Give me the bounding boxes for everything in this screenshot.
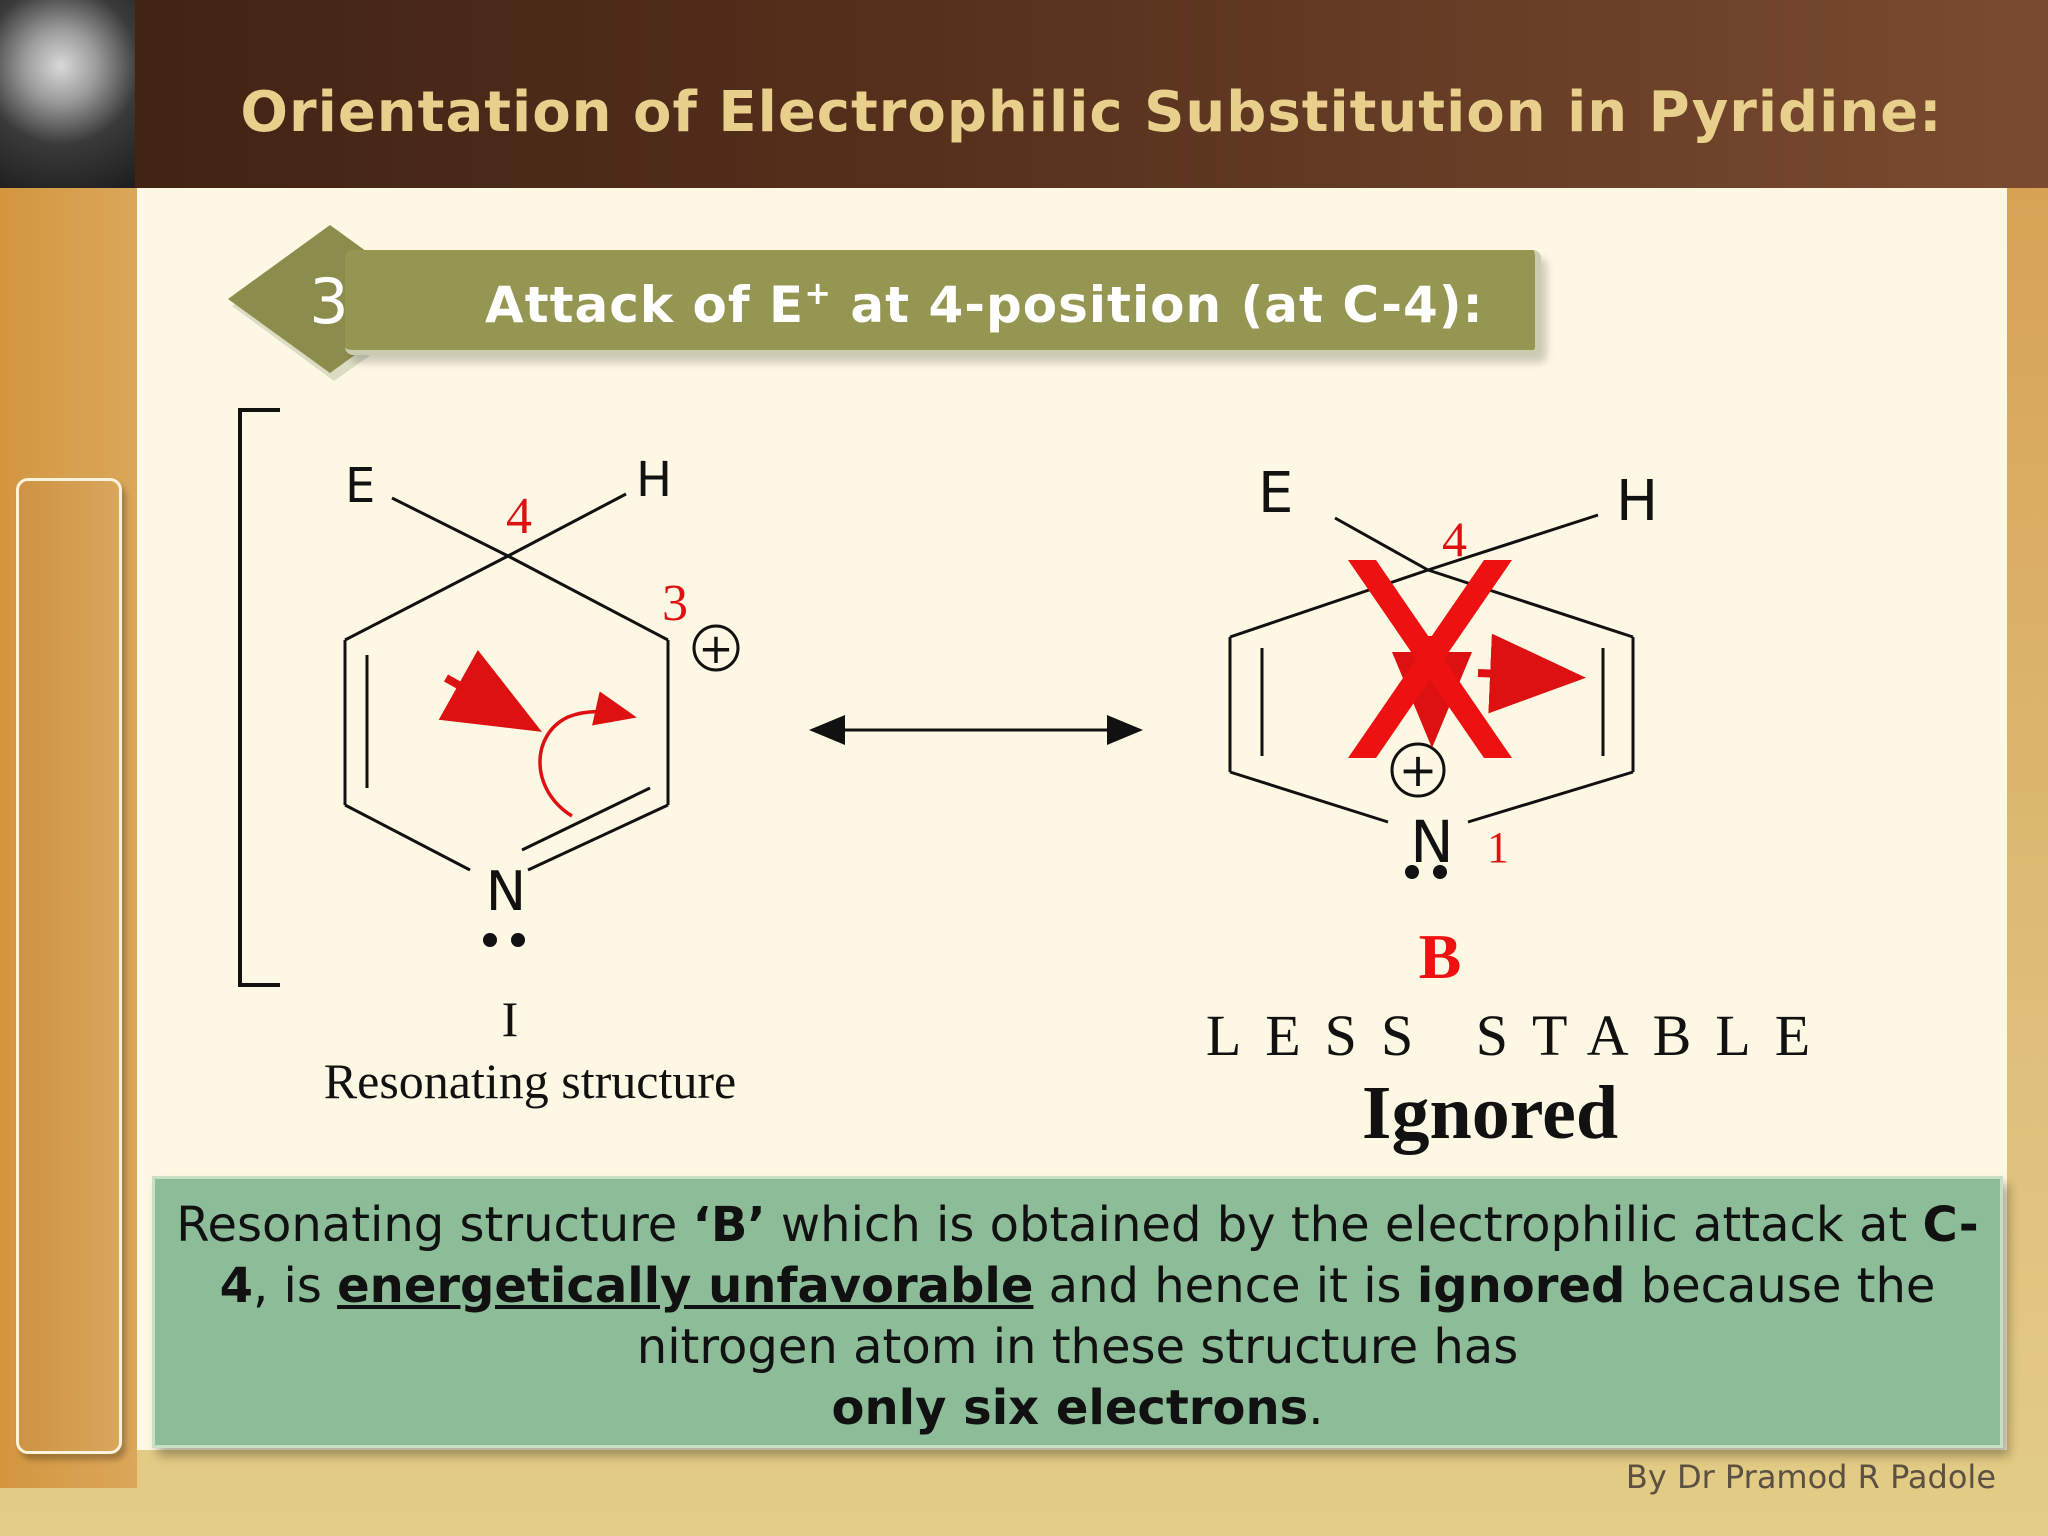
structure-i-roman-label: I xyxy=(501,991,519,1047)
explanation-segment: ‘B’ xyxy=(692,1197,766,1253)
step-title-banner: Attack of E+ at 4-position (at C-4): xyxy=(345,250,1541,355)
structure-i-ring xyxy=(343,492,670,872)
explanation-text: Resonating structure ‘B’ which is obtain… xyxy=(155,1195,2000,1439)
ignored-label: Ignored xyxy=(1361,1071,1619,1155)
structure-i-n-label: N xyxy=(486,860,526,923)
resonance-bracket xyxy=(238,408,280,987)
explanation-segment: . xyxy=(1308,1380,1324,1436)
structure-i-e-label: E xyxy=(345,458,375,514)
explanation-box: Resonating structure ‘B’ which is obtain… xyxy=(152,1176,2003,1448)
explanation-segment: C-4 xyxy=(219,1197,1979,1314)
structure-i-red-arrow xyxy=(438,649,542,732)
structure-i-positive-charge-circle xyxy=(692,624,740,672)
step-title-prefix: Attack of E xyxy=(485,276,805,334)
structure-b-red-arrow-right xyxy=(1477,633,1586,714)
structure-b-h-label: H xyxy=(1616,469,1658,534)
structure-b-label: B xyxy=(1418,921,1462,992)
structure-b-lone-pair-dot xyxy=(1433,865,1447,879)
structure-b-n-label: N xyxy=(1410,808,1453,876)
less-stable-label: LESS STABLE xyxy=(1205,1003,1835,1068)
step-number: 3 xyxy=(309,265,348,338)
explanation-segment: energetically unfavorable xyxy=(337,1258,1034,1314)
explanation-segment: , is xyxy=(252,1258,338,1314)
step-title-suffix: at 4-position (at C-4): xyxy=(832,276,1484,334)
structure-i-h-label: H xyxy=(636,452,672,508)
step-title-superscript: + xyxy=(804,274,833,312)
left-decor-panel xyxy=(16,478,122,1454)
structure-b-cross-mark-icon xyxy=(1348,560,1512,758)
page-title: Orientation of Electrophilic Substitutio… xyxy=(240,80,1943,145)
explanation-segment: Resonating structure xyxy=(176,1197,693,1253)
structure-b-lone-pair-dot xyxy=(1405,865,1419,879)
header-bar: Orientation of Electrophilic Substitutio… xyxy=(0,0,2048,188)
structure-i-position-4: 4 xyxy=(506,488,532,545)
structure-b-position-1: 1 xyxy=(1487,823,1509,872)
explanation-segment: only six electrons xyxy=(831,1380,1309,1436)
structure-i-lone-pair-dot xyxy=(511,933,525,947)
structure-i-positive-charge: + xyxy=(698,624,733,673)
author-credit: By Dr Pramod R Padole xyxy=(1625,1458,1996,1496)
structure-i-caption: Resonating structure xyxy=(323,1053,737,1109)
header-photo-image xyxy=(0,0,135,188)
explanation-segment: which is obtained by the electrophilic a… xyxy=(765,1197,1923,1253)
structure-b-positive-charge: + xyxy=(1399,743,1438,797)
structure-i-position-3: 3 xyxy=(662,575,688,632)
structure-b-e-label: E xyxy=(1258,461,1293,526)
explanation-segment: ignored xyxy=(1416,1258,1626,1314)
explanation-segment: and hence it is xyxy=(1033,1258,1417,1314)
structure-i-curved-arrow xyxy=(538,691,637,818)
step-title: Attack of E+ at 4-position (at C-4): xyxy=(485,274,1484,334)
explanation-segment: because the nitrogen atom in these struc… xyxy=(636,1258,1936,1375)
structure-i-lone-pair-dot xyxy=(483,933,497,947)
structure-b-ring xyxy=(1228,513,1635,824)
structure-b-position-4: 4 xyxy=(1442,511,1467,567)
